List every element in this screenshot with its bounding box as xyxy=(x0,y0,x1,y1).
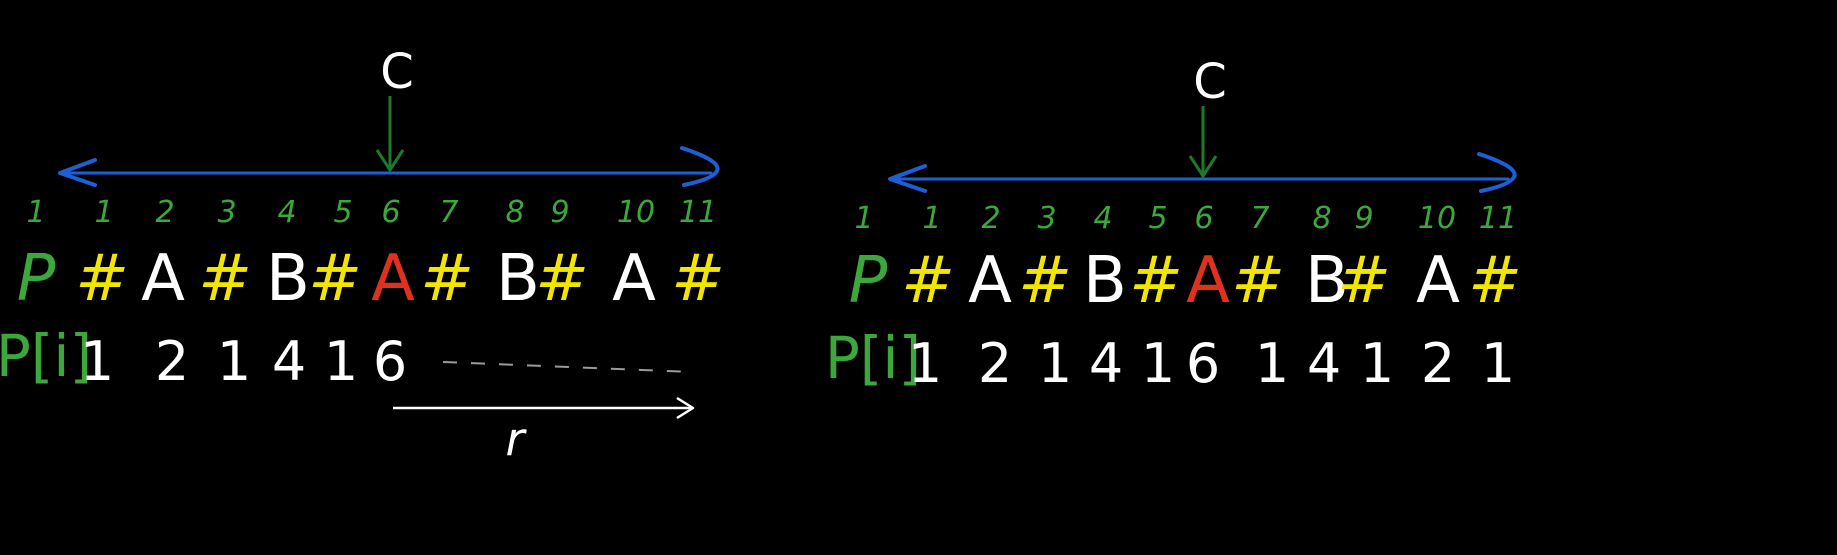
index-label: 1 xyxy=(26,195,45,230)
center-label: C xyxy=(1193,54,1227,110)
center-label: C xyxy=(380,44,414,100)
index-label: 5 xyxy=(1148,201,1167,236)
separator-char: # xyxy=(420,242,474,316)
radius-value: 1 xyxy=(324,330,358,393)
index-label: 9 xyxy=(550,195,569,230)
separator-char: # xyxy=(75,242,129,316)
letter-char: A xyxy=(968,244,1012,318)
center-arrowhead-icon xyxy=(1188,155,1218,178)
left-arrowhead-icon xyxy=(58,158,97,187)
p-array-label: P[i] xyxy=(825,324,921,392)
radius-value: 1 xyxy=(1360,332,1394,395)
index-label: 2 xyxy=(155,195,174,230)
radius-value: 1 xyxy=(1255,332,1289,395)
index-label: 11 xyxy=(679,195,717,230)
separator-char: # xyxy=(1337,244,1391,318)
radius-value: 1 xyxy=(1141,332,1175,395)
index-label: 8 xyxy=(505,195,524,230)
radius-value: 2 xyxy=(978,332,1012,395)
p-label: P xyxy=(17,242,56,316)
index-label: 2 xyxy=(981,201,1000,236)
index-label: 1 xyxy=(922,201,941,236)
index-label: 10 xyxy=(617,195,655,230)
letter-char: A xyxy=(141,242,185,316)
p-label: P xyxy=(849,244,888,318)
index-label: 4 xyxy=(277,195,296,230)
index-label: 8 xyxy=(1312,201,1331,236)
right-arrowhead-icon xyxy=(680,146,720,187)
radius-label: r xyxy=(506,412,528,466)
separator-char: # xyxy=(308,242,362,316)
index-label: 7 xyxy=(439,195,458,230)
letter-char: B xyxy=(1305,244,1349,318)
letter-char: A xyxy=(371,242,415,316)
letter-char: B xyxy=(266,242,310,316)
p-array-label: P[i] xyxy=(0,322,92,390)
index-label: 1 xyxy=(94,195,113,230)
separator-char: # xyxy=(1231,244,1285,318)
index-label: 7 xyxy=(1250,201,1269,236)
right-arrowhead-icon xyxy=(1477,152,1517,193)
index-label: 11 xyxy=(1479,201,1517,236)
letter-char: B xyxy=(496,242,540,316)
radius-value: 1 xyxy=(908,332,942,395)
index-label: 4 xyxy=(1093,201,1112,236)
index-label: 6 xyxy=(381,195,400,230)
center-arrowhead-icon xyxy=(375,149,405,172)
separator-char: # xyxy=(901,244,955,318)
radius-value: 1 xyxy=(1481,332,1515,395)
letter-char: A xyxy=(1186,244,1230,318)
index-label: 6 xyxy=(1194,201,1213,236)
index-label: 10 xyxy=(1418,201,1456,236)
letter-char: A xyxy=(612,242,656,316)
separator-char: # xyxy=(198,242,252,316)
radius-value: 1 xyxy=(217,330,251,393)
index-label: 3 xyxy=(217,195,236,230)
index-label: 5 xyxy=(333,195,352,230)
radius-value: 4 xyxy=(272,330,306,393)
separator-char: # xyxy=(1129,244,1183,318)
left-arrowhead-icon xyxy=(888,164,927,193)
radius-value: 1 xyxy=(1038,332,1072,395)
radius-value: 2 xyxy=(1421,332,1455,395)
separator-char: # xyxy=(671,242,725,316)
separator-char: # xyxy=(535,242,589,316)
separator-char: # xyxy=(1468,244,1522,318)
radius-value: 6 xyxy=(1186,332,1220,395)
index-label: 9 xyxy=(1354,201,1373,236)
index-label: 1 xyxy=(854,201,873,236)
letter-char: B xyxy=(1083,244,1127,318)
radius-arrowhead-icon xyxy=(676,396,695,420)
radius-value: 4 xyxy=(1089,332,1123,395)
unknown-values-dashes xyxy=(442,361,694,373)
index-label: 3 xyxy=(1037,201,1056,236)
separator-char: # xyxy=(1018,244,1072,318)
radius-value: 4 xyxy=(1307,332,1341,395)
letter-char: A xyxy=(1416,244,1460,318)
radius-value: 6 xyxy=(373,330,407,393)
radius-value: 1 xyxy=(80,330,114,393)
radius-value: 2 xyxy=(155,330,189,393)
